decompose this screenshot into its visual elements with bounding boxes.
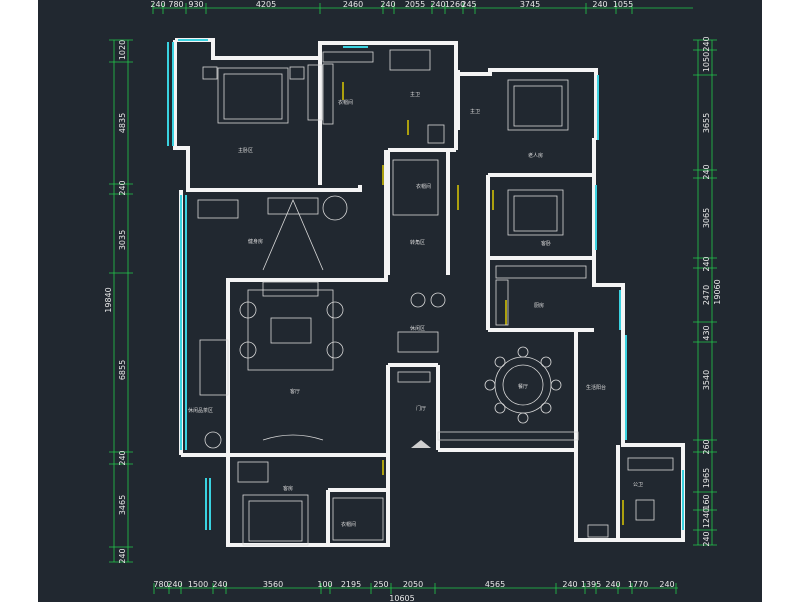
- label-master-bedroom: 主卧区: [238, 147, 253, 154]
- bottom-dimension-label: 1395: [581, 580, 601, 589]
- label-elder-bedroom: 老人房: [528, 152, 543, 159]
- right-total-dimension: 19060: [713, 279, 722, 304]
- bottom-dimension-label: 240: [167, 580, 182, 589]
- top-dimension-label: 245: [461, 0, 476, 9]
- top-dimension-label: 1055: [613, 0, 633, 9]
- top-dimension-label: 930: [188, 0, 203, 9]
- right-dimension-label: 430: [702, 325, 711, 340]
- doors: [342, 82, 624, 525]
- label-master-closet: 衣帽间: [338, 99, 353, 106]
- right-dimension-label: 1965: [702, 468, 711, 488]
- furniture: [197, 49, 674, 546]
- bottom-dimension-label: 780: [153, 580, 168, 589]
- label-closet-2: 衣帽间: [416, 183, 431, 190]
- left-dimension-label: 6855: [118, 360, 127, 380]
- top-dimension-label: 3745: [520, 0, 540, 9]
- bottom-dimension-label: 4565: [485, 580, 505, 589]
- top-dimension-label: 1260: [445, 0, 465, 9]
- label-guest-room: 客卧: [541, 240, 551, 247]
- bottom-dimension-label: 240: [659, 580, 674, 589]
- bottom-dimension-label: 240: [212, 580, 227, 589]
- left-dimension-label: 3035: [118, 230, 127, 250]
- top-dimension-label: 780: [168, 0, 183, 9]
- right-dimension-label: 160: [702, 494, 711, 509]
- room-labels: 主卧区 衣帽间 主卫 主卫 老人房 衣帽间 健身房 转角区 客卧 厨房 客厅 休…: [188, 91, 643, 528]
- label-kitchen: 厨房: [534, 302, 544, 309]
- right-dimension-label: 3540: [702, 370, 711, 390]
- bottom-dimension-label: 240: [605, 580, 620, 589]
- right-dimension-chain: [697, 40, 713, 545]
- left-dimension-label: 4835: [118, 113, 127, 133]
- label-master-bath: 主卫: [410, 91, 420, 98]
- top-dimension-label: 4205: [256, 0, 276, 9]
- bottom-dimension-label: 240: [562, 580, 577, 589]
- left-total-dimension: 19840: [104, 287, 113, 312]
- right-dimension-label: 2470: [702, 285, 711, 305]
- bottom-dimension-label: 250: [373, 580, 388, 589]
- right-dimension-label: 240: [702, 36, 711, 51]
- left-dimension-label: 240: [118, 548, 127, 563]
- label-balcony: 生活阳台: [586, 384, 606, 391]
- label-leisure: 休闲区: [410, 325, 425, 332]
- windows: [167, 39, 684, 530]
- bottom-dimension-label: 3560: [263, 580, 283, 589]
- label-closet-3: 衣帽间: [341, 521, 356, 528]
- top-dimension-label: 240: [592, 0, 607, 9]
- left-dimension-chain: [113, 40, 129, 562]
- top-dimension-label: 2460: [343, 0, 363, 9]
- label-elder-bath: 主卫: [470, 108, 480, 115]
- right-dimension-label: 260: [702, 439, 711, 454]
- right-dimension-label: 3065: [702, 208, 711, 228]
- label-dining: 餐厅: [518, 383, 528, 390]
- label-transit: 转角区: [410, 239, 425, 246]
- label-bedroom-3: 客房: [283, 485, 293, 492]
- right-dimension-label: 1240: [702, 508, 711, 528]
- cad-viewport[interactable]: 10605 19840 19060: [38, 0, 762, 602]
- label-living-room: 客厅: [290, 388, 300, 395]
- right-dimension-label: 3655: [702, 113, 711, 133]
- top-dimension-label: 240: [430, 0, 445, 9]
- left-dimension-label: 240: [118, 180, 127, 195]
- left-dimension-label: 3465: [118, 495, 127, 515]
- top-dimension-label: 240: [150, 0, 165, 9]
- exterior-walls: [173, 38, 685, 547]
- right-dimension-label: 240: [702, 531, 711, 546]
- floor-plan-drawing: 10605 19840 19060: [104, 0, 722, 602]
- bottom-total-dimension: 10605: [389, 594, 414, 602]
- bottom-dimension-label: 1500: [188, 580, 208, 589]
- right-dimension-label: 240: [702, 256, 711, 271]
- top-dimension-label: 240: [380, 0, 395, 9]
- interior-walls: [188, 58, 620, 545]
- label-tea-area: 休闲品茶区: [188, 407, 213, 414]
- right-dimension-label: 240: [702, 164, 711, 179]
- bottom-dimension-label: 2050: [403, 580, 423, 589]
- bottom-dimension-label: 1770: [628, 580, 648, 589]
- bottom-dimension-label: 100: [317, 580, 332, 589]
- label-gym: 健身房: [248, 238, 263, 245]
- top-dimension-label: 2055: [405, 0, 425, 9]
- entry-arrow-icon: [411, 440, 431, 448]
- left-dimension-label: 240: [118, 450, 127, 465]
- bottom-dimension-label: 2195: [341, 580, 361, 589]
- label-public-bath: 公卫: [633, 482, 643, 488]
- right-dimension-label: 1050: [702, 52, 711, 72]
- left-dimension-label: 1020: [118, 40, 127, 60]
- label-foyer: 门厅: [416, 405, 426, 412]
